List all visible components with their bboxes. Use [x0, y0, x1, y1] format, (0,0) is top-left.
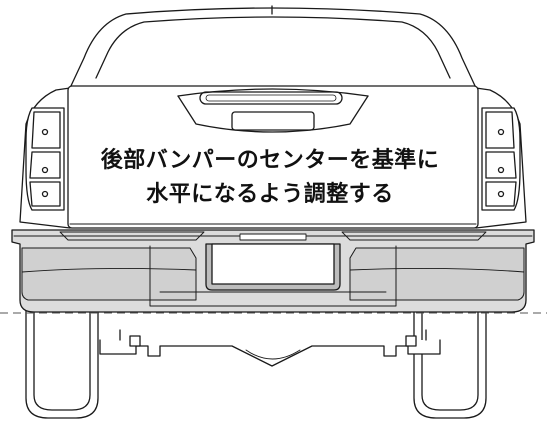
instruction-line-2: 水平になるよう調整する: [146, 182, 394, 207]
cab: [69, 5, 477, 89]
left-tire: [25, 299, 99, 419]
third-brake-light: [199, 91, 343, 105]
tailgate-handle: [231, 111, 315, 131]
right-tail-lamp: [481, 107, 521, 211]
instruction-line-1: 後部バンパーのセンターを基準に: [100, 148, 440, 173]
right-tire: [413, 299, 487, 419]
left-tail-lamp: [25, 107, 65, 211]
tailgate: [67, 85, 479, 229]
underbody: [99, 329, 441, 367]
license-plate-recess: [205, 243, 341, 291]
